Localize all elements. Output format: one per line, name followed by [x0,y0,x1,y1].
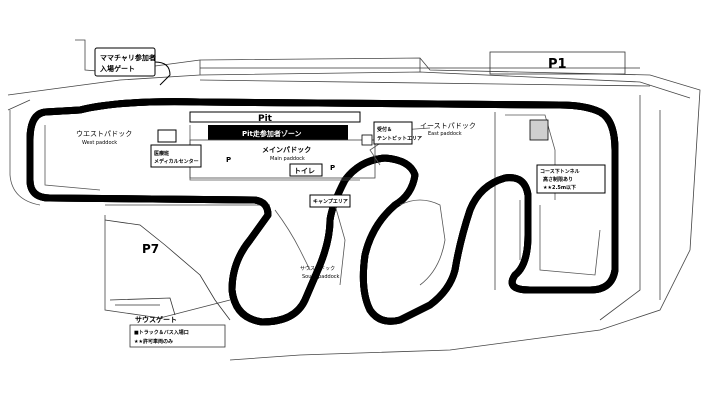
property-boundary [7,39,701,361]
tunnel-label-3: ★★2.5m以下 [543,184,576,191]
pit-building [189,111,376,179]
east-paddock-label: イーストパドック [420,122,476,130]
south-paddock-en-label: South paddock [302,274,340,280]
tunnel-label-2: 高さ制限あり [543,176,573,183]
truck-bus-label-1: ■トラック＆バス入場口 [134,329,189,336]
south-paddock-label: サウスパドック [300,265,335,272]
pit-zone-label: Pit走参加者ゾーン [242,129,302,138]
main-paddock-label: メインパドック [262,145,311,154]
truck-bus-label-2: ★★許可車両のみ [134,338,173,345]
reception-box [361,121,413,146]
medical-label-1: 医療班 [154,150,169,157]
medical-center-building [150,129,202,168]
mamachari-label-2: 入場ゲート [99,64,135,73]
tunnel-label-1: コース下トンネル [540,168,580,175]
mamachari-gate [94,47,171,86]
south-area-boundary [104,219,231,348]
reception-label-2: テントピットエリア [377,135,422,142]
tunnel-info-box [536,164,606,194]
east-paddock-en-label: East paddock [428,131,462,137]
p-right-label: P [330,164,335,172]
mamachari-label-1: ママチャリ参加者 [100,53,156,62]
p7-label: P7 [142,242,159,256]
p-left-label: P [226,156,231,164]
tunnel-building [529,119,549,141]
p1-label: P1 [548,57,567,72]
p1-parking-area [200,51,640,75]
reception-label-1: 受付＆ [377,126,392,133]
pit-label: Pit [258,114,273,124]
south-gate-label: サウスゲート [135,315,177,324]
main-paddock-en-label: Main paddock [270,156,305,162]
toilet-label: トイレ [294,167,315,175]
camp-area-label: キャンプエリア [313,198,348,205]
medical-label-2: メディカルセンター [154,158,199,165]
west-paddock-en-label: West paddock [82,140,117,146]
west-paddock-label: ウエストパドック [76,130,132,138]
race-track [26,102,619,322]
camp-area-box [309,194,351,208]
inner-roads [9,110,601,286]
